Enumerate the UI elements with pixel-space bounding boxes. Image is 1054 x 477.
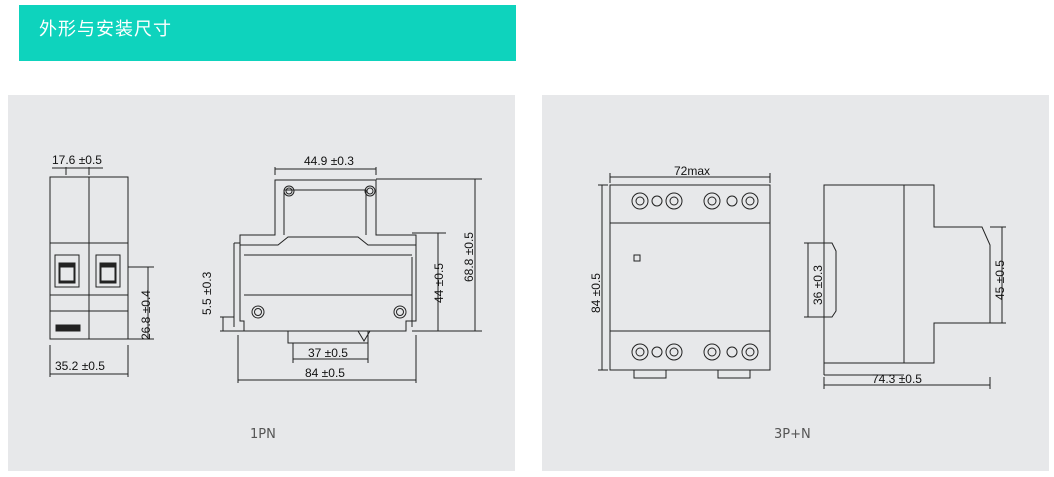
dim-front-width-top: 17.6 ±0.5 (52, 153, 102, 167)
header-banner: 外形与安装尺寸 (19, 5, 516, 61)
dim-side-total-height: 68.8 ±0.5 (462, 232, 476, 282)
dim-side-height-3pn: 45 ±0.5 (993, 260, 1007, 300)
side-view-1pn (233, 179, 417, 344)
side-view-3pn (812, 184, 991, 376)
caption-1pn: 1PN (250, 427, 276, 442)
diagram-panel-1pn: 17.6 ±0.5 35.2 ±0.5 26.8 ±0.4 44.9 ±0.3 … (8, 95, 515, 471)
diagram-panel-3pn: 72max 84 ±0.5 36 ±0.3 45 ±0.5 74.3 ±0.5 … (542, 95, 1049, 471)
dim-side-rail-height-3pn: 36 ±0.3 (811, 265, 825, 305)
dim-side-rail: 37 ±0.5 (308, 346, 348, 360)
front-view-1pn (49, 176, 129, 340)
dim-front-width-bottom: 35.2 ±0.5 (55, 359, 105, 373)
dim-front-height: 26.8 ±0.4 (139, 290, 153, 340)
dim-side-total-width: 84 ±0.5 (305, 366, 345, 380)
diagram-1pn: 17.6 ±0.5 35.2 ±0.5 26.8 ±0.4 44.9 ±0.3 … (49, 153, 482, 383)
dim-side-top-width: 44.9 ±0.3 (304, 154, 354, 168)
front-view-3pn (609, 184, 771, 379)
dim-side-body-height: 44 ±0.5 (432, 263, 446, 303)
page-title: 外形与安装尺寸 (39, 19, 172, 40)
caption-3pn: 3P+N (774, 427, 811, 442)
dim-side-offset: 5.5 ±0.3 (200, 271, 214, 315)
diagram-3pn: 72max 84 ±0.5 36 ±0.3 45 ±0.5 74.3 ±0.5 (589, 164, 1007, 389)
dim-front-height-3pn: 84 ±0.5 (589, 273, 603, 313)
dim-front-width-3pn: 72max (674, 164, 710, 178)
dim-side-depth-3pn: 74.3 ±0.5 (872, 372, 922, 386)
